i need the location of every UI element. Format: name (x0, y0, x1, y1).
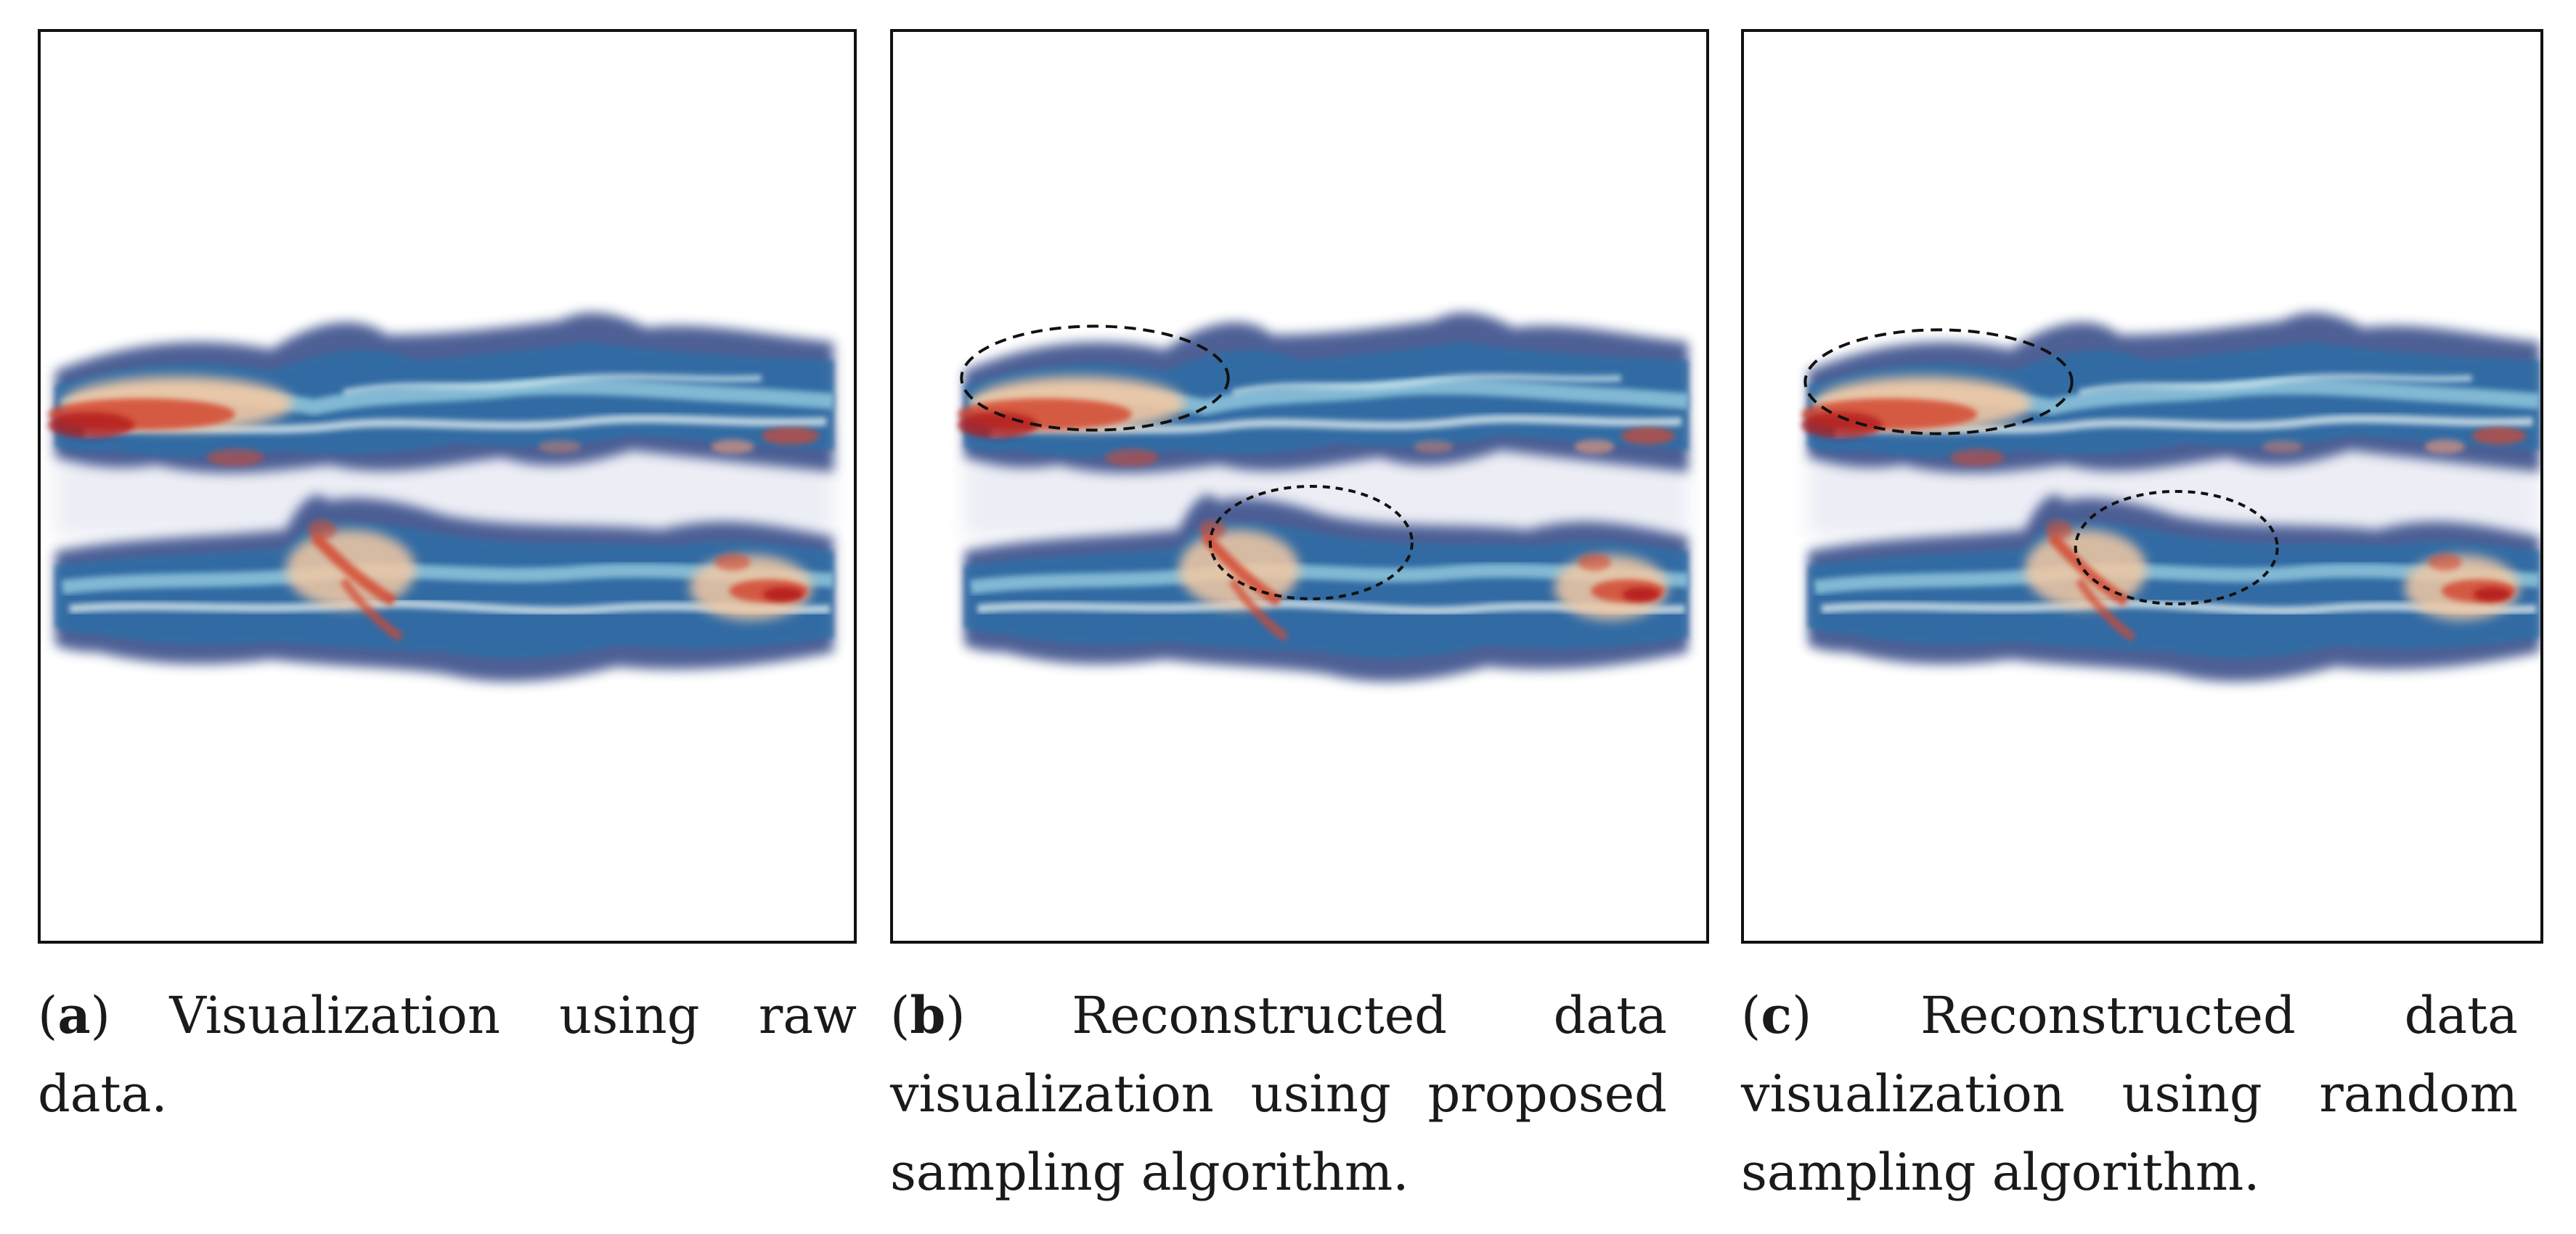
caption-text-a: Visualization using raw data. (38, 986, 857, 1124)
caption-b: (b) Reconstructed data visualization usi… (890, 985, 1667, 1202)
flow-visualization-c (1744, 32, 2540, 941)
panel-b-image (890, 29, 1709, 944)
panel-a-image (38, 29, 857, 944)
highlight-ellipse-lower (1208, 485, 1414, 600)
highlight-ellipse-lower (2074, 489, 2279, 605)
flow-visualization-b (893, 32, 1706, 941)
caption-label-a: a (57, 985, 91, 1045)
flow-visualization-a (41, 32, 854, 941)
caption-c: (c) Reconstructed data visualization usi… (1741, 985, 2518, 1202)
caption-text-c: Reconstructed data visualization using r… (1741, 986, 2518, 1202)
highlight-ellipse-upper (1803, 328, 2074, 436)
caption-text-b: Reconstructed data visualization using p… (890, 986, 1667, 1202)
caption-a: (a) Visualization using raw data. (38, 985, 857, 1124)
caption-label-c: c (1761, 985, 1792, 1045)
panel-c-image (1741, 29, 2543, 944)
highlight-ellipse-upper (960, 324, 1230, 432)
caption-label-b: b (910, 985, 946, 1045)
